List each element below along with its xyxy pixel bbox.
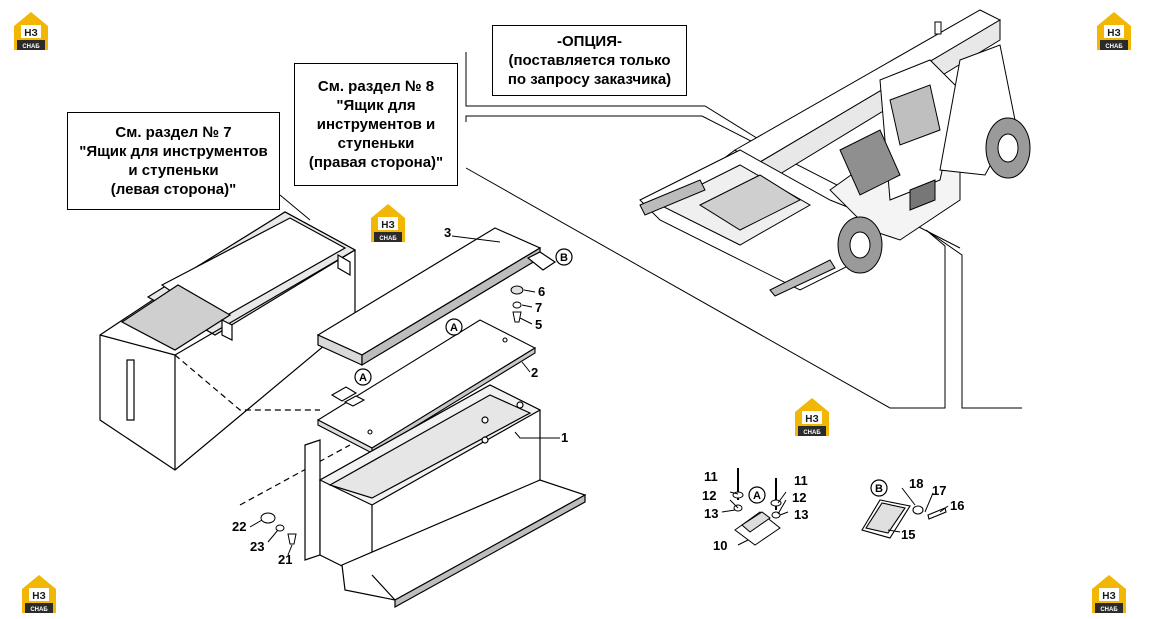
section8-line-3: инструментов и [316, 116, 436, 133]
option-note: -ОПЦИЯ- (поставляется только по запросу … [492, 25, 687, 96]
logo-sub: СНАБ [1100, 607, 1118, 613]
logo-top-right: НЗ СНАБ [1097, 12, 1131, 50]
logo-sub: СНАБ [803, 430, 821, 436]
detail-marker-a-hinge: A [748, 486, 766, 504]
machine-boundary-line [465, 115, 961, 249]
logo-letters: НЗ [32, 591, 46, 602]
section7-line-1: См. раздел № 7 [115, 124, 232, 141]
part-number-18: 18 [909, 476, 923, 491]
part-number-10: 10 [713, 538, 727, 553]
section8-line-5: (правая сторона)" [308, 154, 444, 171]
reach-stacker [639, 9, 1031, 297]
part-number-16: 16 [950, 498, 964, 513]
detail-marker-a-top: A [445, 318, 463, 336]
hinge-detail [732, 468, 782, 546]
part-number-5: 5 [535, 317, 542, 332]
section8-line-1: См. раздел № 8 [317, 78, 435, 95]
section8-line-4: ступеньки [337, 135, 415, 152]
logo-letters: НЗ [1102, 591, 1116, 602]
section7-line-4: (левая сторона)" [110, 181, 237, 198]
part-number-12-right: 12 [792, 490, 806, 505]
option-line-2: (поставляется только [508, 52, 671, 69]
option-line-3: по запросу заказчика) [507, 71, 672, 88]
part-number-7: 7 [535, 300, 542, 315]
detail-markers: A A A B B [354, 248, 888, 504]
logo-letters: НЗ [805, 414, 819, 425]
detail-boundary-line [465, 167, 1022, 409]
part-number-3: 3 [444, 225, 451, 240]
part-number-12-left: 12 [702, 488, 716, 503]
part-number-22: 22 [232, 519, 246, 534]
detail-marker-b-handle: B [870, 479, 888, 497]
part-number-11-right: 11 [794, 473, 808, 488]
part-number-2: 2 [531, 365, 538, 380]
detail-marker-a-mid: A [354, 368, 372, 386]
plate-part [316, 319, 537, 454]
logo-letters: НЗ [1107, 28, 1121, 39]
logo-top-left: НЗ СНАБ [14, 12, 48, 50]
section7-line-2: "Ящик для инструментов [79, 143, 268, 160]
leader-lines [279, 52, 1022, 409]
part-number-11-left: 11 [704, 469, 718, 484]
part-numbers: 3 6 7 5 2 1 22 23 21 11 12 13 11 12 13 1… [232, 225, 964, 567]
logo-bottom-left: НЗ СНАБ [22, 575, 56, 613]
lid-hardware [510, 285, 524, 323]
logo-sub: СНАБ [30, 607, 48, 613]
part-number-15: 15 [901, 527, 915, 542]
section7-line-3: и ступеньки [128, 162, 219, 179]
left-toolbox [99, 211, 357, 506]
logo-sub: СНАБ [22, 44, 40, 50]
handle-detail [861, 499, 947, 539]
lid-part [316, 227, 557, 367]
part-number-13-left: 13 [704, 506, 718, 521]
option-leader-line [465, 52, 761, 141]
part-number-1: 1 [561, 430, 568, 445]
logo-mid-left: НЗ СНАБ [371, 204, 405, 242]
detail-marker-label: B [875, 483, 883, 495]
option-line-1: -ОПЦИЯ- [557, 33, 622, 50]
section8-note: См. раздел № 8 "Ящик для инструментов и … [294, 63, 458, 186]
logo-sub: СНАБ [379, 236, 397, 242]
detail-marker-label: A [359, 372, 367, 384]
callout-leaders [249, 235, 949, 556]
part-number-21: 21 [278, 552, 292, 567]
section7-leader [279, 194, 311, 221]
logo-letters: НЗ [24, 28, 38, 39]
part-number-6: 6 [538, 284, 545, 299]
logo-letters: НЗ [381, 220, 395, 231]
side-fasteners [260, 512, 297, 545]
box-part [304, 384, 587, 609]
detail-marker-label: B [560, 252, 568, 264]
detail-marker-b-lid: B [555, 248, 573, 266]
part-number-17: 17 [932, 483, 946, 498]
detail-marker-label: A [753, 490, 761, 502]
logo-mid-right: НЗ СНАБ [795, 398, 829, 436]
logo-bottom-right: НЗ СНАБ [1092, 575, 1126, 613]
logo-sub: СНАБ [1105, 44, 1123, 50]
part-number-23: 23 [250, 539, 264, 554]
part-number-13-right: 13 [794, 507, 808, 522]
section7-note: См. раздел № 7 "Ящик для инструментов и … [67, 112, 280, 210]
detail-marker-label: A [450, 322, 458, 334]
section8-line-2: "Ящик для [336, 97, 416, 114]
